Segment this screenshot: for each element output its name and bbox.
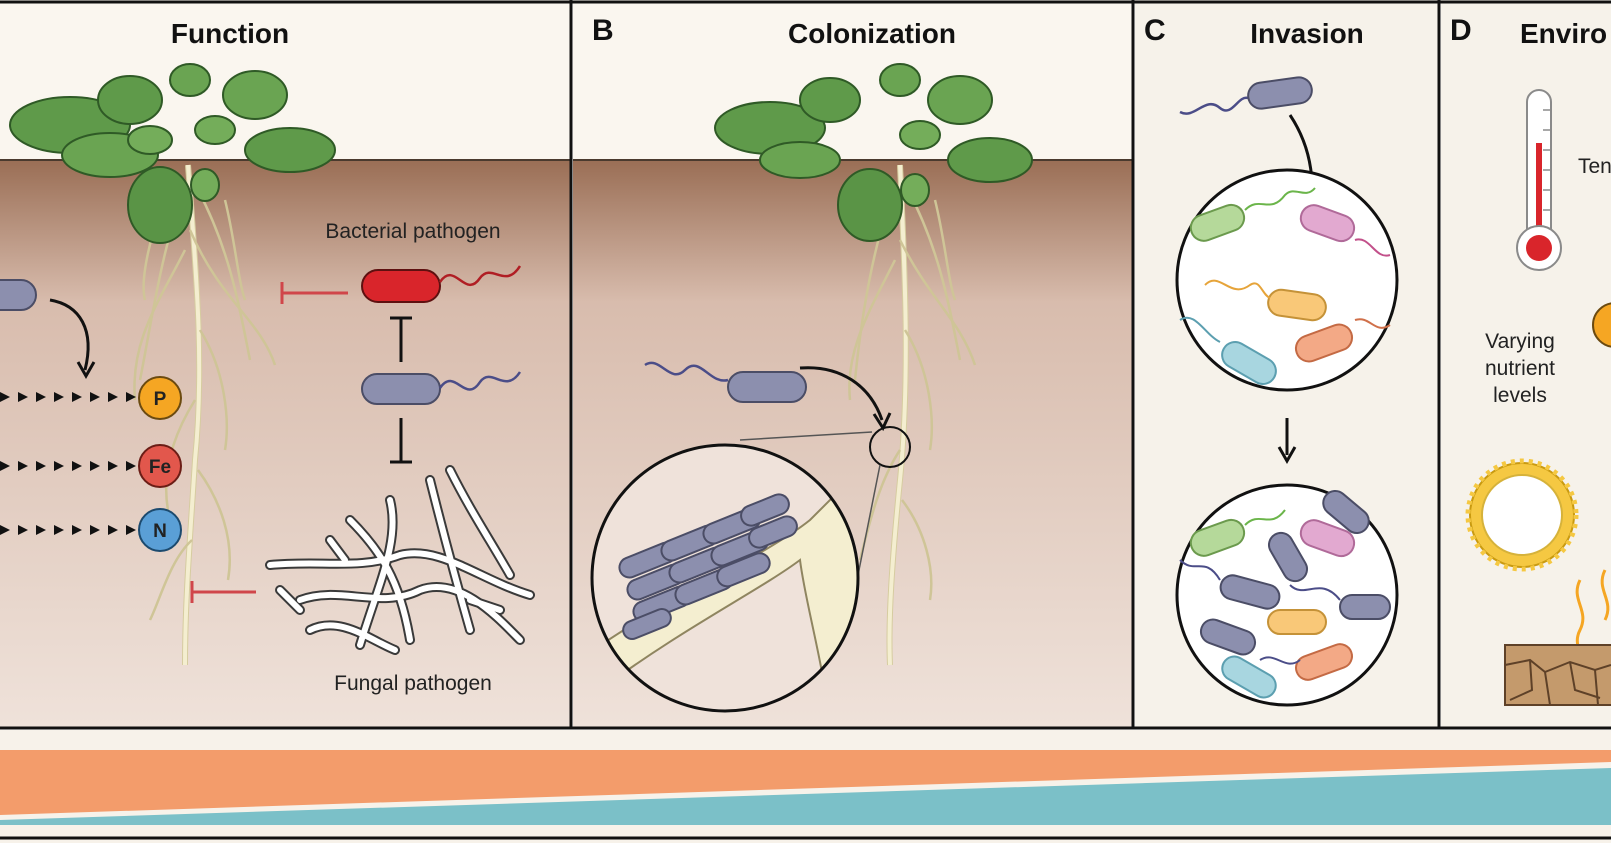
nutrient-n: N — [138, 508, 182, 552]
band-teal — [0, 768, 1611, 825]
bacterial-pathogen — [361, 265, 522, 303]
nutrient-arrows — [0, 392, 136, 535]
panel-title-environment: Enviro — [1520, 18, 1607, 49]
panel-borders — [0, 0, 1611, 730]
community-before — [1175, 168, 1399, 392]
panel-title-function: Function — [171, 18, 289, 49]
bacterial-pathogen-label: Bacterial pathogen — [325, 220, 500, 243]
plant-roots-a — [133, 164, 277, 666]
inhibition-fungal — [190, 581, 256, 603]
panel-letter-d: D — [1450, 14, 1472, 47]
temperature-label: Ten — [1578, 155, 1611, 178]
bottom-gradient-bands — [0, 730, 1611, 843]
panel-title-invasion: Invasion — [1250, 18, 1364, 49]
panel-environment: D Enviro Ten Varying nutrient levels — [1441, 0, 1611, 728]
fungal-pathogen-label: Fungal pathogen — [334, 672, 492, 695]
bacterium-left-a — [0, 279, 37, 311]
zoom-target-circle — [869, 426, 911, 468]
beneficial-bacterium-a — [361, 371, 522, 405]
nutrient-levels-label: Varying nutrient levels — [1485, 330, 1555, 407]
nutrient-circle-d — [1592, 302, 1611, 348]
panel-colonization: B Colonization — [573, 0, 1133, 728]
inhibition-vertical-a — [390, 316, 412, 464]
dry-soil-icon — [1504, 644, 1611, 706]
bacterium-b — [644, 361, 807, 403]
band-orange — [0, 750, 1611, 815]
inhibition-red-a — [280, 282, 348, 304]
svg-text:N: N — [153, 521, 167, 542]
panel-letter-b: B — [592, 14, 614, 47]
nutrient-p: P — [138, 376, 182, 420]
svg-text:P: P — [154, 389, 167, 410]
nutrient-fe: Fe — [138, 444, 182, 488]
svg-text:nutrient: nutrient — [1485, 357, 1555, 380]
thermometer-icon — [1516, 89, 1562, 271]
sun-icon — [1465, 458, 1579, 572]
invading-bacterium — [1179, 76, 1313, 115]
svg-text:levels: levels — [1493, 384, 1547, 407]
panel-title-colonization: Colonization — [788, 18, 956, 49]
panel-letter-c: C — [1144, 14, 1166, 47]
community-after — [1175, 483, 1399, 707]
svg-text:Varying: Varying — [1485, 330, 1555, 353]
panel-invasion: C Invasion — [1135, 0, 1439, 728]
svg-text:Fe: Fe — [149, 457, 171, 478]
plant-rosette-a — [9, 63, 336, 244]
plant-rosette-b — [714, 63, 1033, 242]
fungal-pathogen — [265, 465, 535, 655]
zoom-inset-b — [590, 443, 860, 713]
panel-function: Function — [0, 0, 571, 728]
